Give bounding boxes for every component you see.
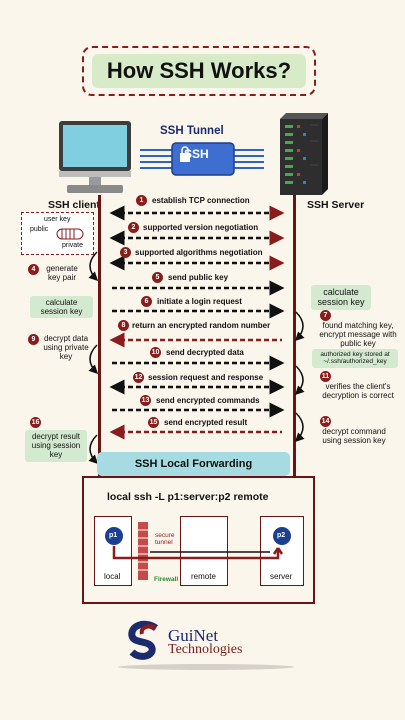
brand-logo-icon xyxy=(128,620,158,660)
page-title: How SSH Works? xyxy=(92,54,306,88)
firewall-label: Firewall xyxy=(154,576,179,583)
brand-shadow xyxy=(118,664,294,670)
brand-sub: Technologies xyxy=(168,642,243,657)
tunnel-label: SSH Tunnel xyxy=(160,125,224,137)
note-step-4: 4 generate key pair xyxy=(28,264,82,282)
remote-label: remote xyxy=(191,572,216,581)
key-pair-box: user key public private xyxy=(21,212,94,255)
note-step-14-num: 14 xyxy=(320,416,331,427)
forwarding-bar: SSH Local Forwarding xyxy=(97,452,290,476)
note-step-9: 9 decrypt data using private key xyxy=(28,334,90,362)
note-step-16: decrypt result using session key xyxy=(25,430,87,462)
authorized-key-note: authorized key stored at ~/.ssh/authoriz… xyxy=(312,349,398,368)
curve-step-9 xyxy=(88,344,99,375)
key-icon xyxy=(56,228,84,240)
left-calc-session-key: calculate session key xyxy=(30,296,93,319)
private-key-label: private xyxy=(62,242,84,249)
server-lifeline xyxy=(293,195,296,603)
curve-step-4 xyxy=(88,251,99,282)
firewall-icon xyxy=(138,522,148,580)
note-step-14: decrypt command using session key xyxy=(322,427,386,446)
local-label: local xyxy=(104,572,121,581)
computer-monitor-icon xyxy=(59,121,131,193)
server-rack-icon xyxy=(280,113,328,195)
right-calc-session-key: calculate session key xyxy=(311,285,371,310)
brand-name: GuiNet xyxy=(168,626,219,645)
curve-step-11 xyxy=(294,365,305,396)
client-label: SSH client xyxy=(48,199,100,211)
server-label: SSH Server xyxy=(307,199,365,211)
client-lifeline xyxy=(98,195,101,603)
ssh-tunnel-icon xyxy=(140,142,264,176)
forwarding-diagram xyxy=(105,522,291,580)
remote-box xyxy=(180,516,228,586)
server-box-label: server xyxy=(270,572,293,581)
forwarding-command: local ssh -L p1:server:p2 remote xyxy=(107,491,269,503)
curve-step-16 xyxy=(88,434,99,465)
title-frame: How SSH Works? xyxy=(82,46,316,96)
note-step-7: found matching key, encrypt message with… xyxy=(319,321,397,349)
note-step-11-num: 11 xyxy=(320,371,331,382)
p1-port: p1 xyxy=(109,532,118,539)
curve-step-7 xyxy=(294,311,305,342)
user-key-label: user key xyxy=(44,216,71,223)
tunnel-badge: SSH xyxy=(184,147,209,161)
secure-tunnel-label: secure tunnel xyxy=(155,532,175,547)
note-step-11: verifies the client's decryption is corr… xyxy=(322,382,394,401)
note-step-7-num: 7 xyxy=(320,310,331,321)
p2-port: p2 xyxy=(277,532,286,539)
curve-step-14 xyxy=(294,412,305,443)
public-key-label: public xyxy=(30,226,49,233)
note-step-16-num: 16 xyxy=(30,417,41,428)
